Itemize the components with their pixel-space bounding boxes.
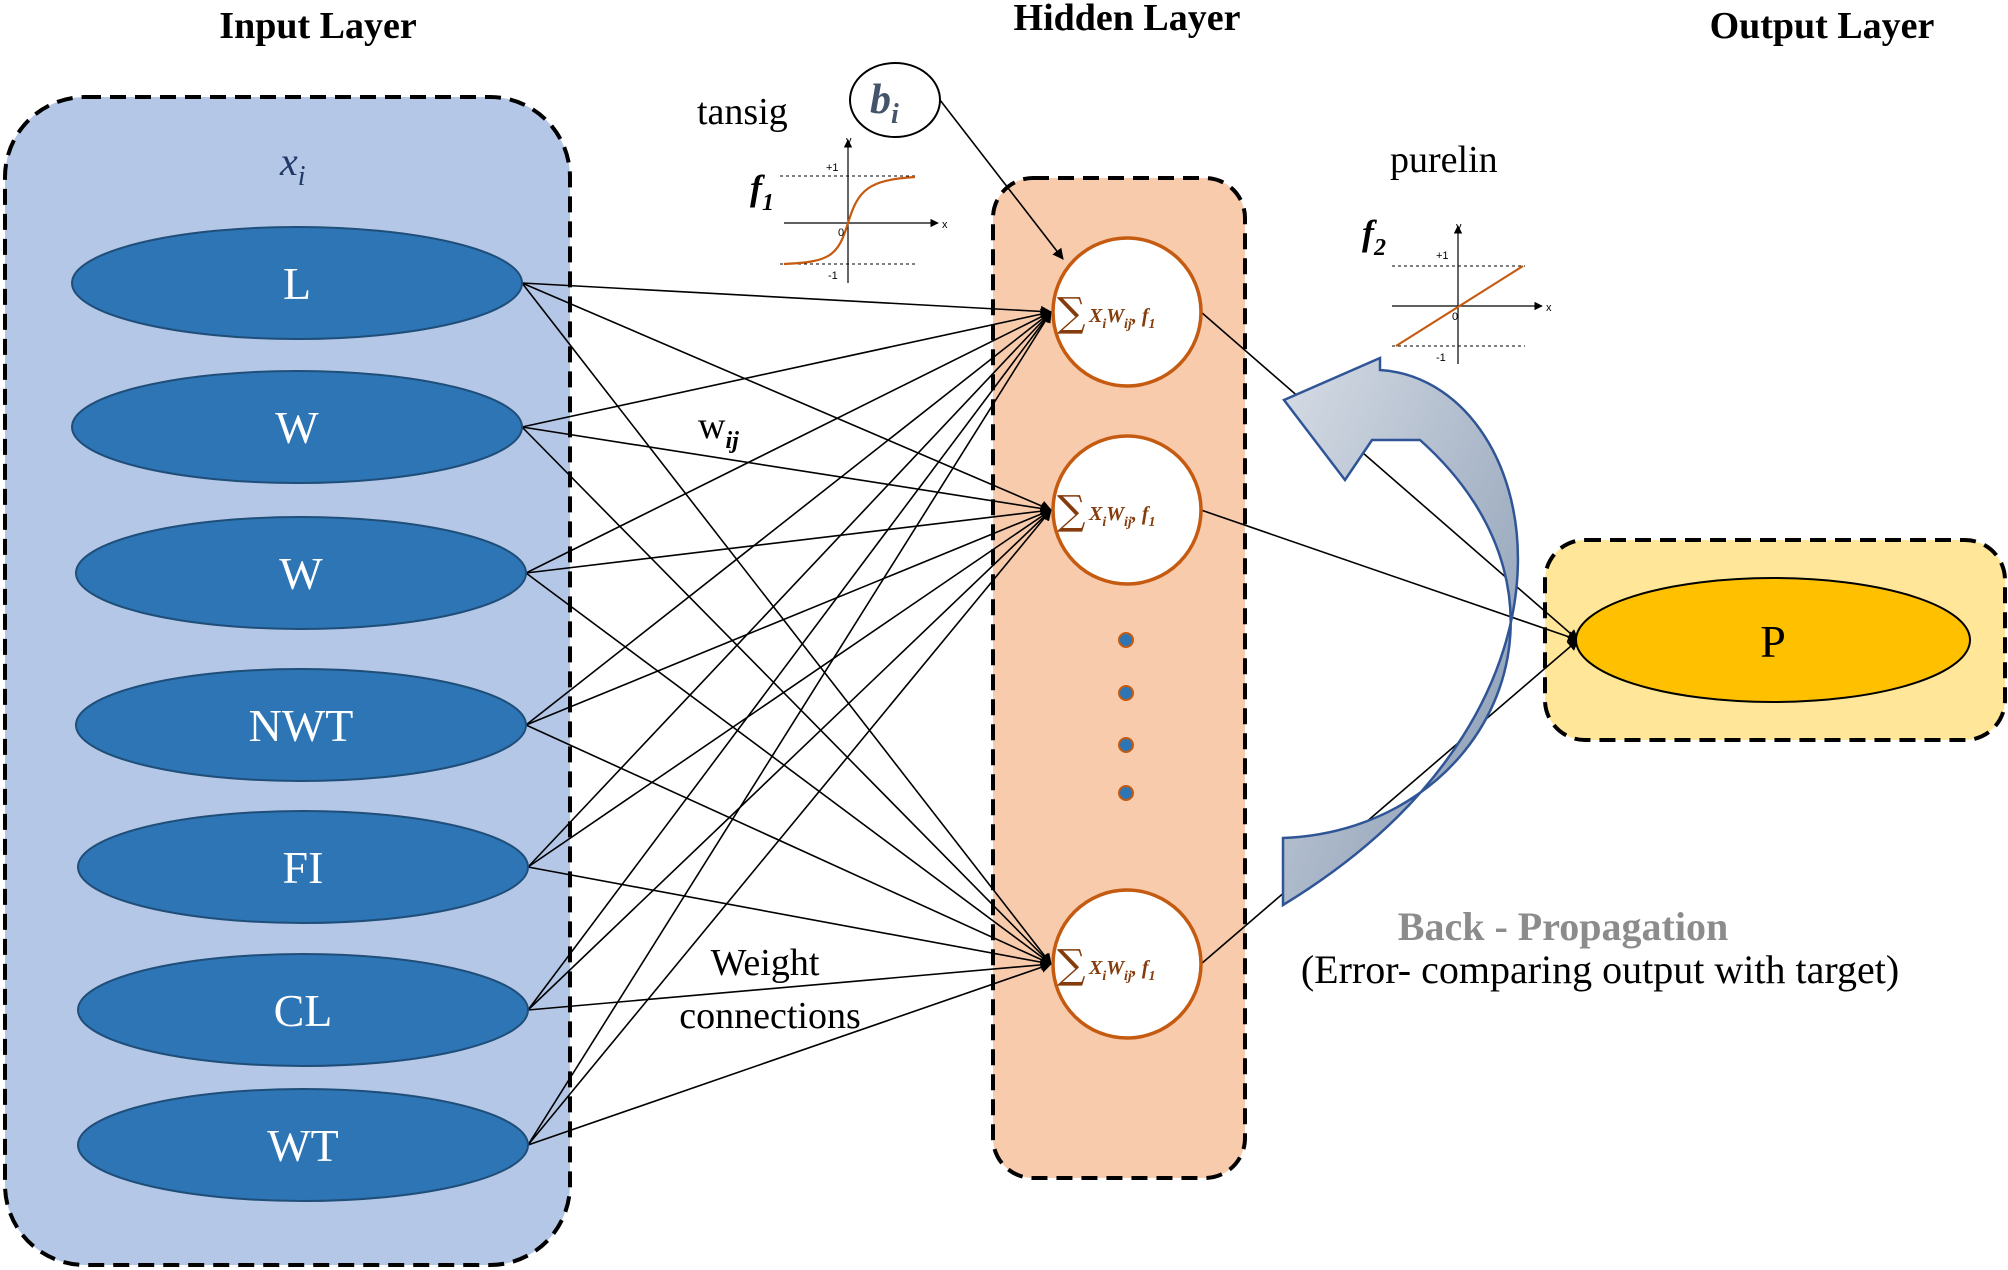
input-node-label: L [283, 258, 311, 309]
tansig-plot: +1 0 -1 x y [780, 135, 948, 283]
input-node [75, 516, 527, 630]
weight-line [527, 311, 1052, 1011]
input-node [77, 1088, 529, 1202]
back-propagation-arrow [1281, 356, 1520, 908]
weight-line [525, 311, 1052, 726]
neuron-formula: XiWij, f1 [1088, 503, 1155, 530]
weight-line [525, 572, 1052, 965]
hidden-neuron [1051, 434, 1203, 586]
ellipsis-dot [1118, 737, 1134, 753]
ellipsis-dot [1118, 785, 1134, 801]
weight-line [525, 505, 1053, 574]
weight-line [527, 866, 1053, 968]
output-line [1200, 311, 1579, 641]
weight-line [527, 509, 1052, 1011]
weight-symbol: wij [698, 405, 739, 454]
ellipsis-dot [1118, 685, 1134, 701]
weight-line [521, 282, 1052, 965]
weight-line [527, 509, 1052, 868]
weight-line [525, 508, 1053, 726]
input-node [75, 668, 527, 782]
input-node-label: WT [267, 1120, 339, 1171]
bias-arrow [939, 99, 1064, 260]
hidden-neurons: ∑XiWij, f1∑XiWij, f1∑XiWij, f1 [1051, 236, 1203, 1040]
input-node [77, 953, 529, 1067]
svg-text:x: x [942, 219, 948, 231]
purelin-plot: +1 0 -1 x y [1392, 221, 1552, 364]
input-layer-title: Input Layer [219, 5, 417, 47]
svg-text:x: x [1546, 302, 1552, 314]
backprop-subtitle: (Error- comparing output with target) [1301, 947, 1899, 992]
svg-text:y: y [846, 135, 852, 147]
hidden-neuron [1051, 888, 1203, 1040]
weight-line [525, 724, 1053, 965]
output-line [1200, 639, 1579, 965]
hidden-layer-title: Hidden Layer [1014, 0, 1241, 39]
weight-line [521, 282, 1053, 512]
neuron-formula: XiWij, f1 [1088, 305, 1155, 332]
svg-text:-1: -1 [1436, 352, 1446, 364]
weight-line [521, 426, 1052, 965]
weight-line [527, 962, 1053, 1146]
weight-caption-line1: Weight [711, 942, 820, 984]
svg-text:+1: +1 [1436, 250, 1449, 262]
tansig-name: tansig [697, 91, 788, 133]
output-node-label: P [1760, 616, 1786, 667]
sum-symbol: ∑ [1057, 290, 1086, 336]
weight-line [521, 282, 1053, 318]
output-node-p [1575, 577, 1971, 703]
svg-text:0: 0 [1452, 311, 1458, 323]
input-node-label: W [279, 548, 323, 599]
weight-connections [521, 282, 1053, 1146]
purelin-name: purelin [1390, 139, 1498, 181]
input-node-label: NWT [249, 700, 354, 751]
weight-line [527, 509, 1052, 1146]
output-layer-title: Output Layer [1710, 5, 1935, 47]
ellipsis-dot [1118, 632, 1134, 648]
weight-line [527, 311, 1052, 868]
weight-line [527, 959, 1053, 1011]
svg-text:-1: -1 [828, 270, 838, 282]
weight-line [521, 426, 1053, 514]
hidden-ellipsis [1118, 632, 1134, 801]
input-node-label: CL [274, 985, 333, 1036]
hidden-neuron [1051, 236, 1203, 388]
neuron-formula: XiWij, f1 [1088, 957, 1155, 984]
input-node [77, 810, 529, 924]
weight-line [525, 311, 1053, 574]
svg-text:+1: +1 [826, 162, 839, 174]
svg-text:y: y [1456, 221, 1462, 233]
weight-caption-line2: connections [679, 995, 861, 1037]
weight-line [527, 311, 1052, 1146]
input-nodes: L W W NWT FI CL WT [71, 226, 529, 1202]
sum-symbol: ∑ [1057, 488, 1086, 534]
weight-line [521, 308, 1053, 428]
input-symbol: xi [279, 139, 306, 192]
backprop-title: Back - Propagation [1398, 904, 1728, 949]
bias-label: bi [870, 77, 899, 130]
input-node [71, 370, 523, 484]
input-node-label: FI [283, 842, 324, 893]
input-node [71, 226, 523, 340]
output-line [1200, 509, 1580, 643]
sum-symbol: ∑ [1057, 942, 1086, 988]
tansig-label: f1 [750, 168, 774, 216]
purelin-label: f2 [1362, 213, 1386, 261]
input-node-label: W [275, 402, 319, 453]
svg-text:0: 0 [838, 227, 844, 239]
